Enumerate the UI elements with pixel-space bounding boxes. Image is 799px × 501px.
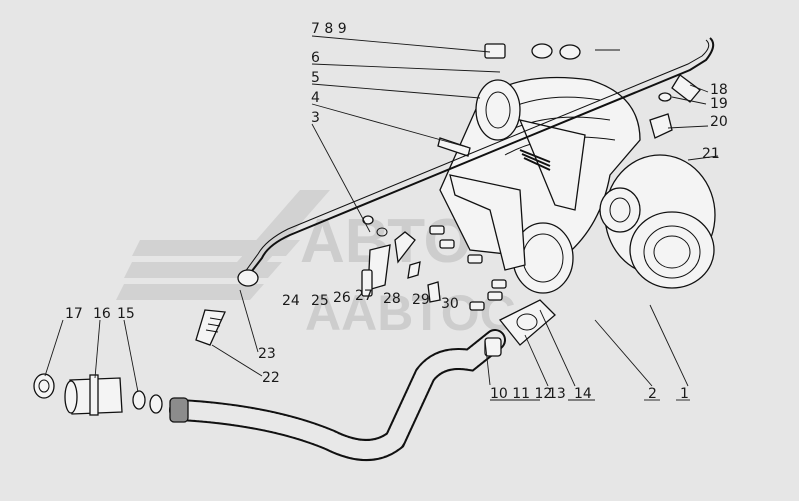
callout-2: 2 [648, 386, 657, 402]
callout-3: 3 [311, 110, 320, 126]
callout-26: 26 [333, 290, 351, 306]
pipe-fitting [195, 269, 259, 346]
callout-25: 25 [311, 293, 329, 309]
hatched-spring [519, 149, 551, 171]
callout-23: 23 [258, 346, 276, 362]
oil-drain-hose [169, 329, 506, 461]
callout-18: 18 [710, 82, 728, 98]
watermark-stripes-icon [116, 190, 330, 300]
callout-29: 29 [412, 292, 430, 308]
callout-labels: 7 8 9 6 5 4 3 18 19 20 21 24 25 26 27 28… [65, 21, 728, 402]
callout-19: 19 [710, 96, 728, 112]
callout-4: 4 [311, 90, 320, 106]
callout-27: 27 [355, 288, 373, 304]
callout-20: 20 [710, 114, 728, 130]
callout-13: 13 [548, 386, 566, 402]
callout-1: 1 [680, 386, 689, 402]
oil-feed-pipe [241, 37, 715, 281]
small-fasteners [361, 215, 441, 303]
callout-6: 6 [311, 50, 320, 66]
callout-15: 15 [117, 306, 135, 322]
callout-10-11-12: 10 11 12 [490, 386, 552, 402]
callout-28: 28 [383, 291, 401, 307]
callout-5: 5 [311, 70, 320, 86]
callout-30: 30 [441, 296, 459, 312]
callout-17: 17 [65, 306, 83, 322]
callout-24: 24 [282, 293, 300, 309]
turbocharger-assembly [429, 76, 716, 346]
callout-7-8-9: 7 8 9 [311, 21, 347, 37]
callout-21: 21 [702, 146, 720, 162]
callout-16: 16 [93, 306, 111, 322]
callout-22: 22 [262, 370, 280, 386]
mounting-bolts [429, 225, 507, 311]
watermark-text-2: ААВТОС [305, 285, 516, 341]
drain-fitting-group [33, 373, 163, 416]
leader-lines [44, 35, 719, 401]
callout-14: 14 [574, 386, 592, 402]
